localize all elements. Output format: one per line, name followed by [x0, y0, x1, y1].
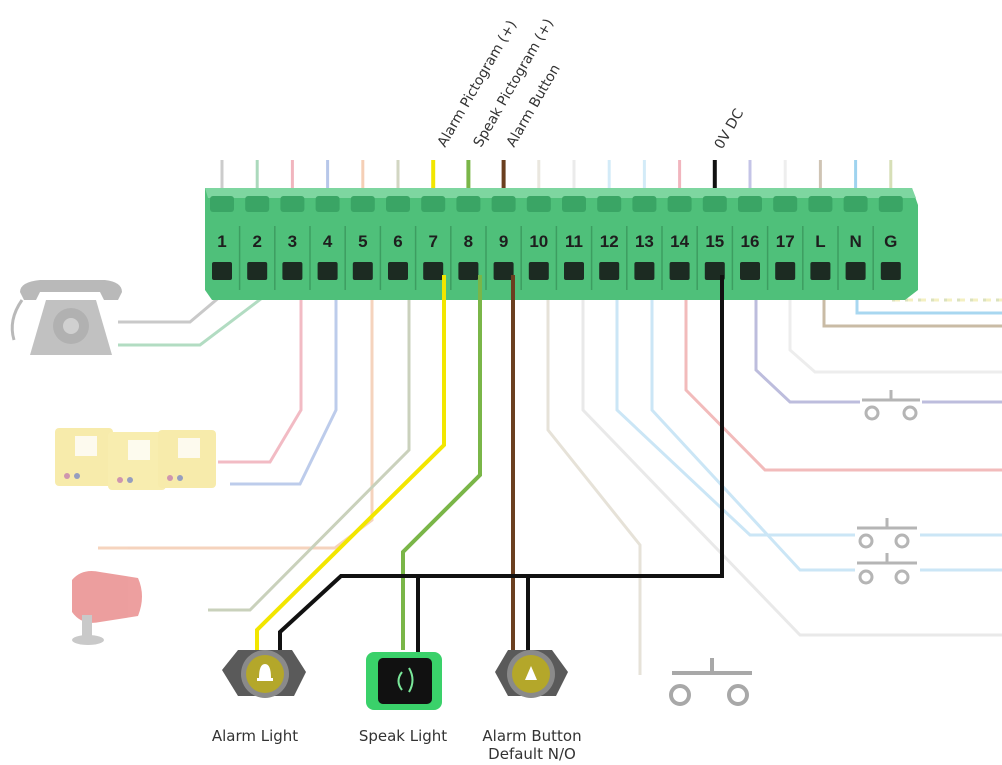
- terminal-screw-6: [386, 196, 410, 212]
- caption-alarm-light: Alarm Light: [211, 727, 299, 745]
- terminal-opening-11: [564, 262, 584, 280]
- terminal-screw-4: [315, 196, 340, 212]
- terminal-opening-8: [458, 262, 479, 280]
- terminal-number-10: 10: [529, 232, 548, 251]
- faded-wires: [98, 275, 1002, 675]
- terminal-opening-16: [740, 262, 760, 280]
- terminal-screw-2: [245, 196, 270, 212]
- terminal-opening-3: [282, 262, 303, 280]
- terminal-screw-14: [667, 196, 692, 212]
- terminal-number-9: 9: [499, 232, 508, 251]
- label-0v-dc: 0V DC: [712, 106, 748, 152]
- speak-light-icon: [366, 652, 442, 710]
- terminal-screw-8: [456, 196, 481, 212]
- terminal-number-2: 2: [252, 232, 261, 251]
- wire-speak-pictogram: [401, 275, 482, 650]
- terminal-opening-9: [493, 262, 514, 280]
- terminal-opening-N: [845, 262, 866, 280]
- terminal-screw-15: [702, 196, 727, 212]
- terminal-number-7: 7: [428, 232, 437, 251]
- telephone-icon: [10, 280, 122, 355]
- terminal-number-12: 12: [600, 232, 619, 251]
- caption-alarm-button-default: Default N/O: [488, 745, 576, 763]
- terminal-screw-1: [210, 196, 234, 212]
- terminal-screw-L: [808, 196, 833, 212]
- manual-call-points-icon: [55, 428, 216, 490]
- wire-alarm-pictogram: [255, 275, 446, 652]
- terminal-opening-14: [669, 262, 690, 280]
- terminal-screw-5: [350, 196, 375, 212]
- switch-symbols: [669, 390, 920, 706]
- terminal-number-4: 4: [323, 232, 333, 251]
- switch-row-1-icon: [862, 390, 920, 421]
- caption-speak-light: Speak Light: [358, 727, 448, 745]
- terminal-screw-12: [597, 196, 622, 212]
- terminal-opening-12: [599, 262, 620, 280]
- terminal-number-1: 1: [217, 232, 226, 251]
- terminal-screw-G: [878, 196, 903, 212]
- caption-alarm-button: Alarm Button: [482, 727, 582, 745]
- terminal-screw-16: [738, 196, 762, 212]
- terminal-number-5: 5: [358, 232, 367, 251]
- wire-0v-common: [278, 275, 724, 652]
- terminal-opening-2: [247, 262, 268, 280]
- terminal-opening-4: [317, 262, 338, 280]
- terminal-number-8: 8: [464, 232, 473, 251]
- switch-bottom-icon: [669, 658, 752, 706]
- terminal-body: [205, 188, 918, 300]
- terminal-number-3: 3: [288, 232, 297, 251]
- alarm-light-icon: [222, 650, 306, 698]
- terminal-screw-N: [843, 196, 868, 212]
- terminal-opening-15: [704, 262, 725, 280]
- terminal-number-17: 17: [776, 232, 795, 251]
- terminal-screw-10: [526, 196, 551, 212]
- terminal-opening-7: [423, 262, 444, 280]
- terminal-opening-L: [810, 262, 831, 280]
- switch-row-3-icon: [857, 553, 917, 585]
- terminal-number-16: 16: [741, 232, 760, 251]
- terminal-opening-10: [528, 262, 549, 280]
- alarm-button-icon: [495, 650, 568, 698]
- terminal-number-L: L: [815, 232, 825, 251]
- terminal-number-11: 11: [565, 232, 583, 251]
- terminal-screw-13: [632, 196, 657, 212]
- terminal-number-G: G: [884, 232, 897, 251]
- terminal-screw-11: [562, 196, 586, 212]
- terminal-opening-5: [352, 262, 373, 280]
- terminal-top-edge: [205, 188, 916, 198]
- terminal-screw-17: [773, 196, 798, 212]
- terminal-number-14: 14: [670, 232, 689, 251]
- terminal-number-13: 13: [635, 232, 654, 251]
- active-wires: [255, 275, 724, 652]
- terminal-opening-6: [388, 262, 408, 280]
- terminal-opening-G: [880, 262, 901, 280]
- sounder-horn-icon: [72, 571, 142, 645]
- terminal-opening-1: [212, 262, 232, 280]
- terminal-screw-3: [280, 196, 305, 212]
- terminal-opening-17: [775, 262, 796, 280]
- wire-stubs: [220, 160, 893, 188]
- terminal-number-15: 15: [705, 232, 724, 251]
- terminal-number-N: N: [849, 232, 861, 251]
- terminal-opening-13: [634, 262, 655, 280]
- switch-row-2-icon: [857, 518, 917, 549]
- terminal-number-6: 6: [393, 232, 402, 251]
- terminal-screw-7: [421, 196, 446, 212]
- terminal-screw-9: [491, 196, 516, 212]
